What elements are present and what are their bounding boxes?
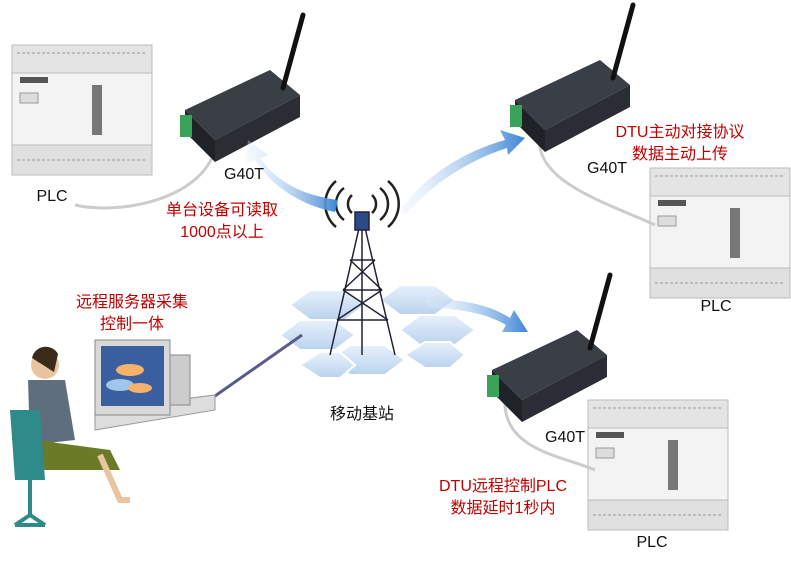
plc-device-top-left [11,44,153,176]
note-line: 数据主动上传 [631,146,729,163]
cell-network-hexagons [278,284,477,379]
arrow-to-dtu-bottom [425,299,528,332]
dtu-label-top-left: G40T [223,166,265,183]
note-line: DTU远程控制PLC [438,478,568,495]
cable-bottom [503,394,596,472]
base-station-tower [329,211,396,356]
note-protocol: DTU主动对接协议 数据主动上传 [616,122,745,166]
dtu-device-top-right [510,5,633,152]
note-line: DTU主动对接协议 [615,124,745,141]
plc-label-bottom: PLC [636,534,668,551]
plc-device-bottom [587,399,729,531]
operator-workstation [10,339,216,527]
cable-top-left [74,149,217,210]
note-read-capacity: 单台设备可读取 1000点以上 [166,200,278,244]
note-server: 远程服务器采集 控制一体 [76,292,188,336]
dtu-device-top-left [180,15,303,162]
note-line: 控制一体 [99,316,165,333]
dtu-label-top-right: G40T [586,160,628,177]
note-line: 单台设备可读取 [165,202,279,219]
note-line: 远程服务器采集 [75,294,189,311]
base-station-label: 移动基站 [329,406,395,423]
note-line: 数据延时1秒内 [450,500,556,517]
note-line: 1000点以上 [180,224,264,241]
arrow-to-dtu-top-left [245,140,338,212]
arrow-to-dtu-top-right [400,130,525,215]
note-remote-control: DTU远程控制PLC 数据延时1秒内 [439,476,567,520]
plc-label-right: PLC [700,298,732,315]
plc-device-right [649,167,791,299]
dtu-label-bottom: G40T [544,429,586,446]
plc-label-top-left: PLC [36,188,68,205]
